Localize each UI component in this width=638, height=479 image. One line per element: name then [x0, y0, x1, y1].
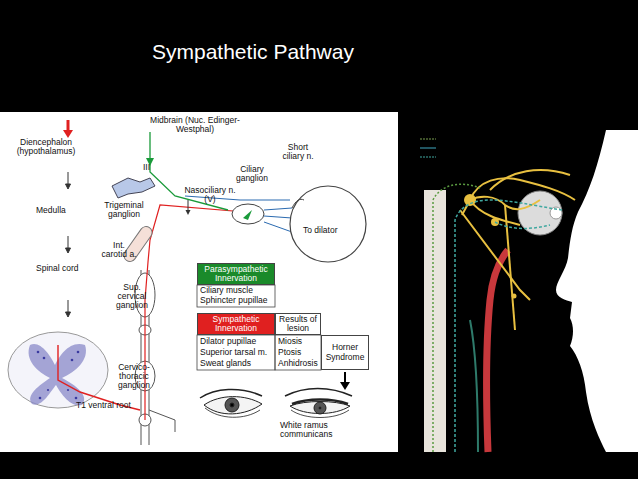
syndrome-box: Horner Syndrome	[321, 335, 369, 370]
anatomy-label: Ciliary ganglion	[228, 165, 276, 183]
table-cell: Dilator pupillae	[200, 337, 256, 346]
anatomy-label: White ramus communicans	[280, 421, 340, 439]
descending-arrows	[66, 172, 71, 317]
panel	[0, 112, 398, 452]
table-cell: Superior tarsal m.	[200, 348, 267, 357]
arrow-head	[340, 382, 350, 390]
anatomy-label: Int. carotid a.	[100, 241, 138, 259]
anatomy-label: Nasociliary n. (V)	[180, 186, 240, 204]
head-illustration	[415, 130, 638, 452]
slide-title: Sympathetic Pathway	[152, 40, 354, 64]
anatomy-label: Midbrain (Nuc. Edinger-Westphal)	[140, 116, 250, 134]
eyes-illustration	[200, 389, 352, 418]
table-cell: Ciliary muscle	[200, 286, 253, 295]
arrow-head	[186, 210, 191, 215]
table-cell: Sphincter pupillae	[200, 296, 268, 305]
ciliary-ganglion	[232, 204, 264, 224]
box-text: Parasympathetic Innervation	[198, 265, 274, 283]
table-header: Results of lesion	[275, 313, 321, 335]
ciliary-nerves	[185, 196, 292, 232]
anatomy-label: T1 ventral root	[76, 401, 131, 410]
box-text: Sympathetic Innervation	[198, 315, 274, 333]
anatomy-label: To dilator	[303, 226, 338, 235]
table-cell: Ptosis	[278, 348, 301, 357]
synapse	[243, 210, 252, 220]
table-cell: Sweat glands	[200, 359, 251, 368]
anatomy-label: Short ciliary n.	[278, 143, 318, 161]
table-header: Parasympathetic Innervation	[197, 263, 275, 285]
anatomy-label: Spinal cord	[36, 264, 79, 273]
anatomy-label: Cervico-thoracic ganglion	[108, 363, 160, 391]
arrow-head	[63, 130, 73, 138]
table-header: Sympathetic Innervation	[197, 313, 275, 335]
table-cell: Anhidrosis	[278, 359, 318, 368]
eye-detail	[292, 199, 304, 208]
anatomy-label: Sup. cervical ganglion	[109, 283, 155, 311]
anatomy-label: III	[143, 163, 150, 172]
eyeball	[290, 186, 366, 262]
table-grid	[197, 285, 321, 370]
trigeminal-ganglion	[112, 178, 155, 198]
box-text: Horner Syndrome	[322, 343, 368, 361]
table-cell: Miosis	[278, 337, 302, 346]
anatomy-label: Trigeminal ganglion	[96, 201, 152, 219]
anatomy-label: Diencephalon (hypothalamus)	[6, 138, 86, 156]
anatomy-label: Medulla	[36, 206, 66, 215]
box-text: Results of lesion	[276, 315, 320, 333]
